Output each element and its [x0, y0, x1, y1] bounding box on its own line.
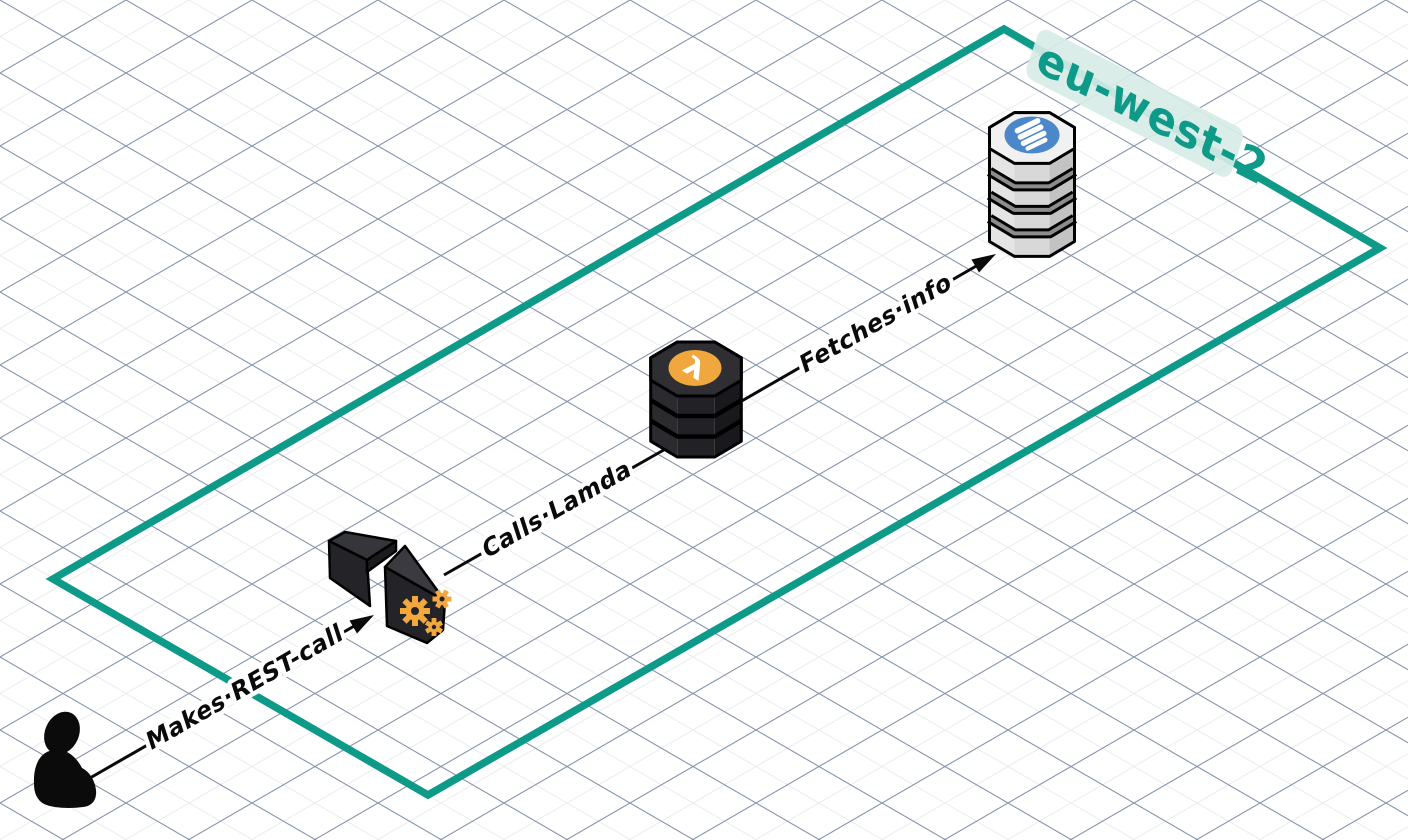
connector-fetches-info[interactable]	[732, 254, 996, 408]
db-grooves	[986, 167, 1078, 239]
db-badge	[1004, 116, 1060, 154]
gateway-left-wedge-side	[365, 539, 398, 574]
lambda-side-left	[650, 380, 678, 457]
region-label-background	[1026, 29, 1243, 177]
user-icon[interactable]	[33, 706, 97, 808]
connector-line[interactable]	[732, 263, 979, 408]
db-glyph	[1014, 118, 1048, 151]
lambda-side-center	[677, 396, 715, 457]
lambda-groove	[649, 418, 743, 439]
api-gateway-icon[interactable]	[327, 530, 452, 645]
database-icon[interactable]	[986, 111, 1078, 258]
lambda-side-right	[714, 380, 742, 457]
arrowhead-icon	[349, 615, 374, 634]
connector-line[interactable]	[443, 441, 677, 577]
lambda-icon[interactable]: λ	[649, 340, 743, 459]
gears-icon	[400, 589, 452, 636]
arrowhead-icon	[971, 254, 996, 273]
region-boundary[interactable]	[45, 24, 1388, 800]
connector-calls-lamda[interactable]	[443, 441, 677, 577]
lambda-groove	[649, 398, 743, 419]
connector-line[interactable]	[89, 623, 357, 780]
connector-makes-rest-call[interactable]	[89, 615, 374, 780]
gateway-left-wedge-front	[327, 539, 372, 608]
lambda-badge	[668, 350, 722, 386]
